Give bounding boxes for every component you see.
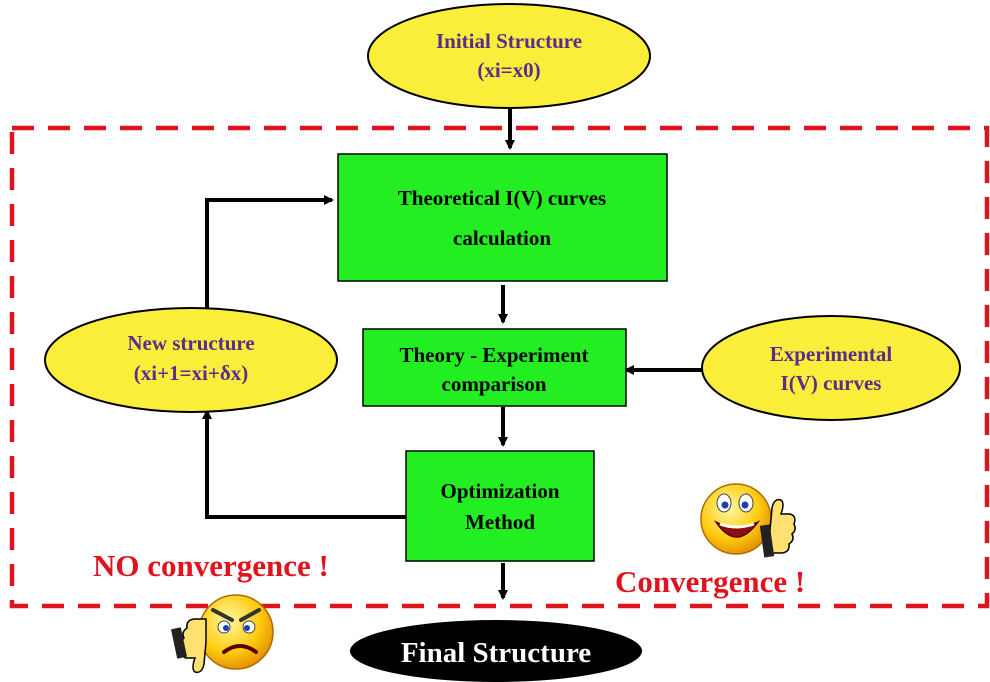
iteration-loop-region — [9, 125, 990, 609]
theoretical-calculation-node: Theoretical I(V) curves calculation — [337, 153, 668, 282]
initial-structure-formula: (xi=x0) — [477, 58, 540, 82]
new-structure-title: New structure — [127, 331, 254, 355]
angry-thumbs-down-icon — [170, 594, 274, 674]
connectors — [202, 108, 705, 600]
theoretical-subtitle: calculation — [453, 226, 551, 250]
optimization-subtitle: Method — [465, 510, 535, 534]
comparison-node: Theory - Experiment comparison — [362, 328, 627, 407]
experimental-title: Experimental — [770, 342, 893, 366]
optimization-title: Optimization — [441, 479, 560, 503]
new-structure-formula: (xi+1=xi+δx) — [134, 361, 248, 385]
smiley-thumbs-up-icon — [700, 483, 796, 558]
no-convergence-label: NO convergence ! — [93, 548, 329, 583]
arrow-optimization-to-new-structure — [202, 409, 406, 519]
final-structure-node: Final Structure — [350, 620, 642, 682]
experimental-subtitle: I(V) curves — [781, 371, 882, 395]
final-structure-label: Final Structure — [401, 637, 591, 669]
experimental-curves-node: Experimental I(V) curves — [701, 315, 961, 421]
comparison-title: Theory - Experiment — [400, 343, 589, 367]
new-structure-node: New structure (xi+1=xi+δx) — [44, 307, 338, 413]
comparison-subtitle: comparison — [442, 372, 547, 396]
theoretical-title: Theoretical I(V) curves — [398, 186, 606, 210]
convergence-label: Convergence ! — [615, 564, 805, 599]
initial-structure-node: Initial Structure (xi=x0) — [367, 3, 651, 109]
initial-structure-title: Initial Structure — [436, 29, 582, 53]
optimization-node: Optimization Method — [405, 450, 595, 562]
arrow-new-structure-to-theoretical — [205, 195, 334, 308]
